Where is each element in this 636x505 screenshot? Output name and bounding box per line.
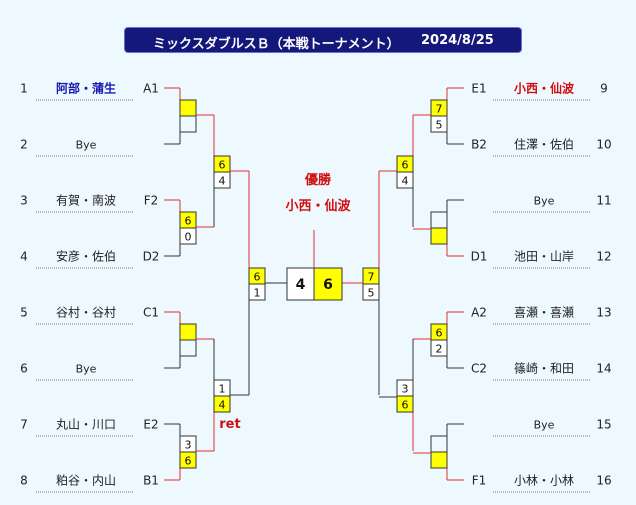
right-r1-bottom-score: 5 xyxy=(436,119,443,132)
right-player-name: 池田・山岸 xyxy=(514,250,574,264)
left-r2-bottom-score-box xyxy=(213,171,231,189)
left-seed: 8 xyxy=(20,474,28,488)
left-sf-bottom-score-box xyxy=(248,283,266,301)
left-seed: 5 xyxy=(20,306,28,320)
right-r1-bottom-score: 2 xyxy=(436,343,443,356)
right-draw-code: C2 xyxy=(471,362,487,376)
header-banner: ミックスダブルスＢ（本戦トーナメント） 2024/8/25 xyxy=(124,27,522,53)
right-r2-top-score: 6 xyxy=(402,159,409,172)
right-r2-bottom-score: 6 xyxy=(402,399,409,412)
bye-empty-box xyxy=(430,211,448,229)
header-date: 2024/8/25 xyxy=(421,33,494,48)
right-seed: 12 xyxy=(596,250,611,264)
right-sf-bottom-score-box xyxy=(362,283,380,301)
right-draw-code: E1 xyxy=(471,82,486,96)
right-seed: 15 xyxy=(596,418,611,432)
right-r2-bottom-score-box xyxy=(396,395,414,413)
left-r1-bottom-score-box xyxy=(179,227,197,245)
right-draw-code: A2 xyxy=(471,306,487,320)
right-player-name: 篠崎・和田 xyxy=(514,361,574,376)
left-player-name: 谷村・谷村 xyxy=(56,306,116,320)
left-seed: 1 xyxy=(20,82,28,96)
champion-label: 優勝 xyxy=(304,172,332,188)
bye-advance-box xyxy=(179,99,197,117)
left-player-name: 安彦・佐伯 xyxy=(56,249,116,264)
bye-advance-box xyxy=(430,227,448,245)
left-player-name: 有賀・南波 xyxy=(56,193,116,208)
right-seed: 16 xyxy=(596,474,611,488)
bye-advance-box xyxy=(179,323,197,341)
left-r1-bottom-score: 0 xyxy=(185,231,192,244)
right-draw-code: F1 xyxy=(472,474,487,488)
retirement-note: ret xyxy=(219,417,240,432)
right-r2-top-score: 3 xyxy=(402,383,409,396)
left-draw-code: D2 xyxy=(143,250,160,264)
right-seed: 13 xyxy=(596,306,611,320)
final-left-score: 4 xyxy=(296,277,306,293)
right-seed: 14 xyxy=(596,362,611,376)
right-r1-top-score: 6 xyxy=(436,327,443,340)
left-seed: 4 xyxy=(20,250,28,264)
right-seed: 11 xyxy=(596,194,611,208)
right-player-name: Bye xyxy=(534,419,555,432)
left-r2-bottom-score: 4 xyxy=(219,399,226,412)
right-draw-code: D1 xyxy=(471,250,488,264)
left-player-name: Bye xyxy=(76,363,97,376)
left-seed: 3 xyxy=(20,194,28,208)
left-draw-code: A1 xyxy=(143,82,159,96)
left-r2-top-score: 6 xyxy=(219,159,226,172)
left-r2-bottom-score-box xyxy=(213,395,231,413)
left-seed: 7 xyxy=(20,418,28,432)
left-sf-bottom-score: 1 xyxy=(254,287,261,300)
final-right-score: 6 xyxy=(323,277,333,293)
left-seed: 2 xyxy=(20,138,28,152)
right-seed: 9 xyxy=(600,82,608,96)
left-r1-bottom-score: 6 xyxy=(185,455,192,468)
right-player-name: 小林・小林 xyxy=(514,474,574,488)
final-left-box xyxy=(286,267,315,301)
left-player-name: 丸山・川口 xyxy=(56,418,116,432)
right-r2-bottom-score: 4 xyxy=(402,175,409,188)
right-draw-code: B2 xyxy=(471,138,487,152)
right-sf-bottom-score: 5 xyxy=(368,287,375,300)
right-r1-bottom-score-box xyxy=(430,339,448,357)
right-r2-bottom-score-box xyxy=(396,171,414,189)
right-seed: 10 xyxy=(596,138,611,152)
header-title: ミックスダブルスＢ（本戦トーナメント） xyxy=(153,37,400,52)
right-player-name: Bye xyxy=(534,195,555,208)
right-player-name: 住澤・佐伯 xyxy=(514,137,574,152)
left-r2-top-score: 1 xyxy=(219,383,226,396)
left-player-name: 粕谷・内山 xyxy=(56,473,116,488)
left-r1-bottom-score-box xyxy=(179,451,197,469)
left-player-name: Bye xyxy=(76,139,97,152)
bye-empty-box xyxy=(179,115,197,133)
right-r1-bottom-score-box xyxy=(430,115,448,133)
left-draw-code: E2 xyxy=(143,418,158,432)
left-sf-top-score: 6 xyxy=(254,271,261,284)
left-player-name: 阿部・蒲生 xyxy=(56,81,116,96)
champion-name: 小西・仙波 xyxy=(285,198,351,214)
right-r1-top-score: 7 xyxy=(436,103,443,116)
left-r1-top-score: 3 xyxy=(185,439,192,452)
left-r2-bottom-score: 4 xyxy=(219,175,226,188)
left-draw-code: B1 xyxy=(143,474,159,488)
right-player-name: 喜瀬・喜瀬 xyxy=(514,306,574,320)
final-right-box xyxy=(313,267,343,301)
left-draw-code: F2 xyxy=(144,194,159,208)
right-sf-top-score: 7 xyxy=(368,271,375,284)
right-player-name: 小西・仙波 xyxy=(514,81,575,96)
bye-empty-box xyxy=(430,435,448,453)
bye-empty-box xyxy=(179,339,197,357)
left-draw-code: C1 xyxy=(143,306,159,320)
left-r1-top-score: 6 xyxy=(185,215,192,228)
left-seed: 6 xyxy=(20,362,28,376)
bye-advance-box xyxy=(430,451,448,469)
